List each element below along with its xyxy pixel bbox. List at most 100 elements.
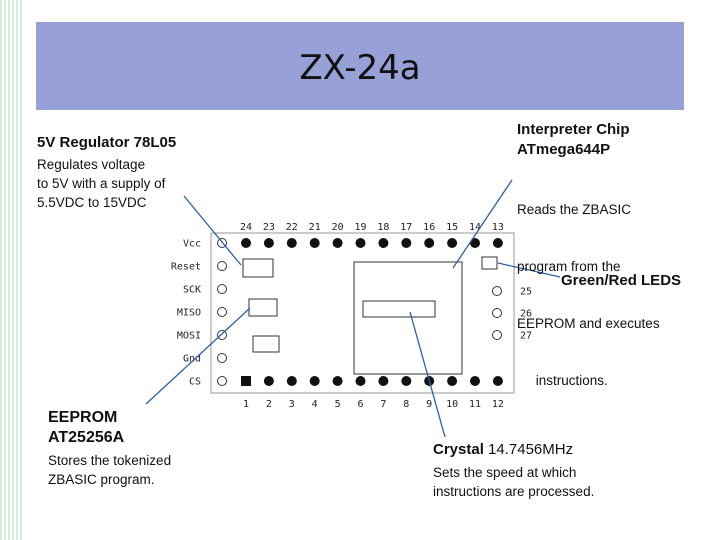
pin-number: 24 [240,222,252,233]
crystal-heading-bold: Crystal [433,441,484,458]
pin-label-mosi: MOSI [177,331,201,342]
eeprom-component [248,298,278,317]
interpreter-line: Reads the ZBASIC [517,202,632,217]
pin [332,376,343,386]
leds-pointer [497,262,561,278]
top-pins [241,238,503,248]
regulator-line: 5.5VDC to 15VDC [37,195,147,210]
led-component [481,256,498,270]
pin-label-cs: CS [189,377,201,388]
pin-number: 7 [380,399,386,410]
pin-number: 15 [446,222,458,233]
pin [286,238,297,248]
pin [401,238,412,248]
pin-label-sck: SCK [183,285,201,296]
pin [378,376,389,386]
pin-number: 17 [400,222,412,233]
crystal-line: instructions are processed. [433,484,595,499]
pin-number: 9 [426,399,432,410]
pin-number: 4 [312,399,318,410]
leds-annotation: Green/Red LEDS [561,271,681,291]
pin-number: 3 [289,399,295,410]
pin [332,238,343,248]
interpreter-heading: ATmega644P [517,141,611,158]
eeprom-line: ZBASIC program. [48,472,155,487]
left-edge-stripes [0,0,22,540]
eeprom-heading: AT25256A [48,429,125,446]
pin [263,238,274,248]
pin-hole [217,330,227,340]
right-pins [492,286,502,340]
interpreter-line: instructions. [517,373,608,388]
regulator-pointer [183,195,242,266]
page-title: ZX-24a [299,48,421,88]
pin [492,238,503,248]
pin [241,238,251,248]
regulator-annotation: 5V Regulator 78L05 Regulates voltage to … [37,133,176,212]
pin-number: 26 [520,309,532,320]
leds-heading: Green/Red LEDS [561,272,682,289]
interpreter-chip [353,261,463,375]
pin-number: 12 [492,399,504,410]
pin-number: 18 [377,222,389,233]
pin-number: 19 [354,222,366,233]
crystal-annotation: Crystal 14.7456MHz Sets the speed at whi… [433,440,594,501]
crystal-pointer [409,311,446,438]
component-small [252,335,280,353]
pin-number: 13 [492,222,504,233]
pin-hole [217,261,227,271]
pin-number: 23 [263,222,275,233]
pin-number: 11 [469,399,481,410]
regulator-heading: 5V Regulator 78L05 [37,134,177,151]
pin [447,376,458,386]
eeprom-heading: EEPROM [48,409,118,426]
interpreter-line: EEPROM and executes [517,316,660,331]
crystal-component [362,300,436,318]
right-pin-numbers: 25 26 27 [520,287,532,342]
title-banner: ZX-24a [36,22,684,110]
pin [309,238,320,248]
eeprom-annotation: EEPROM AT25256A Stores the tokenized ZBA… [48,408,171,489]
pin-number: 5 [335,399,341,410]
pin [401,376,412,386]
pin [424,238,435,248]
pin-number: 20 [332,222,344,233]
bottom-pins [241,376,503,386]
pin-number: 21 [309,222,321,233]
pin [355,238,366,248]
pin [263,376,274,386]
pin-label-miso: MISO [177,308,201,319]
pin-hole [492,330,502,340]
regulator-line: to 5V with a supply of [37,176,166,191]
interpreter-pointer [452,179,513,269]
eeprom-pointer [145,307,251,405]
crystal-line: Sets the speed at which [433,465,577,480]
regulator-line: Regulates voltage [37,157,146,172]
interpreter-line: program from the [517,259,621,274]
crystal-heading: Crystal 14.7456MHz [433,440,594,460]
pin [447,238,458,248]
pin-label-vcc: Vcc [183,239,201,250]
pin-number: 16 [423,222,435,233]
pointer-lines [145,179,561,438]
eeprom-line: Stores the tokenized [48,453,172,468]
pin-label-gnd: Gnd [183,354,201,365]
pin-number: 25 [520,287,532,298]
pin [470,238,480,248]
pin-number: 1 [243,399,249,410]
pin [355,376,366,386]
pin-hole [217,376,227,386]
pin-hole [492,286,502,296]
pin [378,238,389,248]
interpreter-annotation: Interpreter Chip ATmega644P Reads the ZB… [517,120,660,428]
interpreter-heading: Interpreter Chip [517,121,630,138]
pin-number: 2 [266,399,272,410]
pin-number: 22 [286,222,298,233]
pin-hole [217,284,227,294]
crystal-heading-freq: 14.7456MHz [483,441,574,458]
pin [470,376,480,386]
pin-number: 27 [520,331,532,342]
